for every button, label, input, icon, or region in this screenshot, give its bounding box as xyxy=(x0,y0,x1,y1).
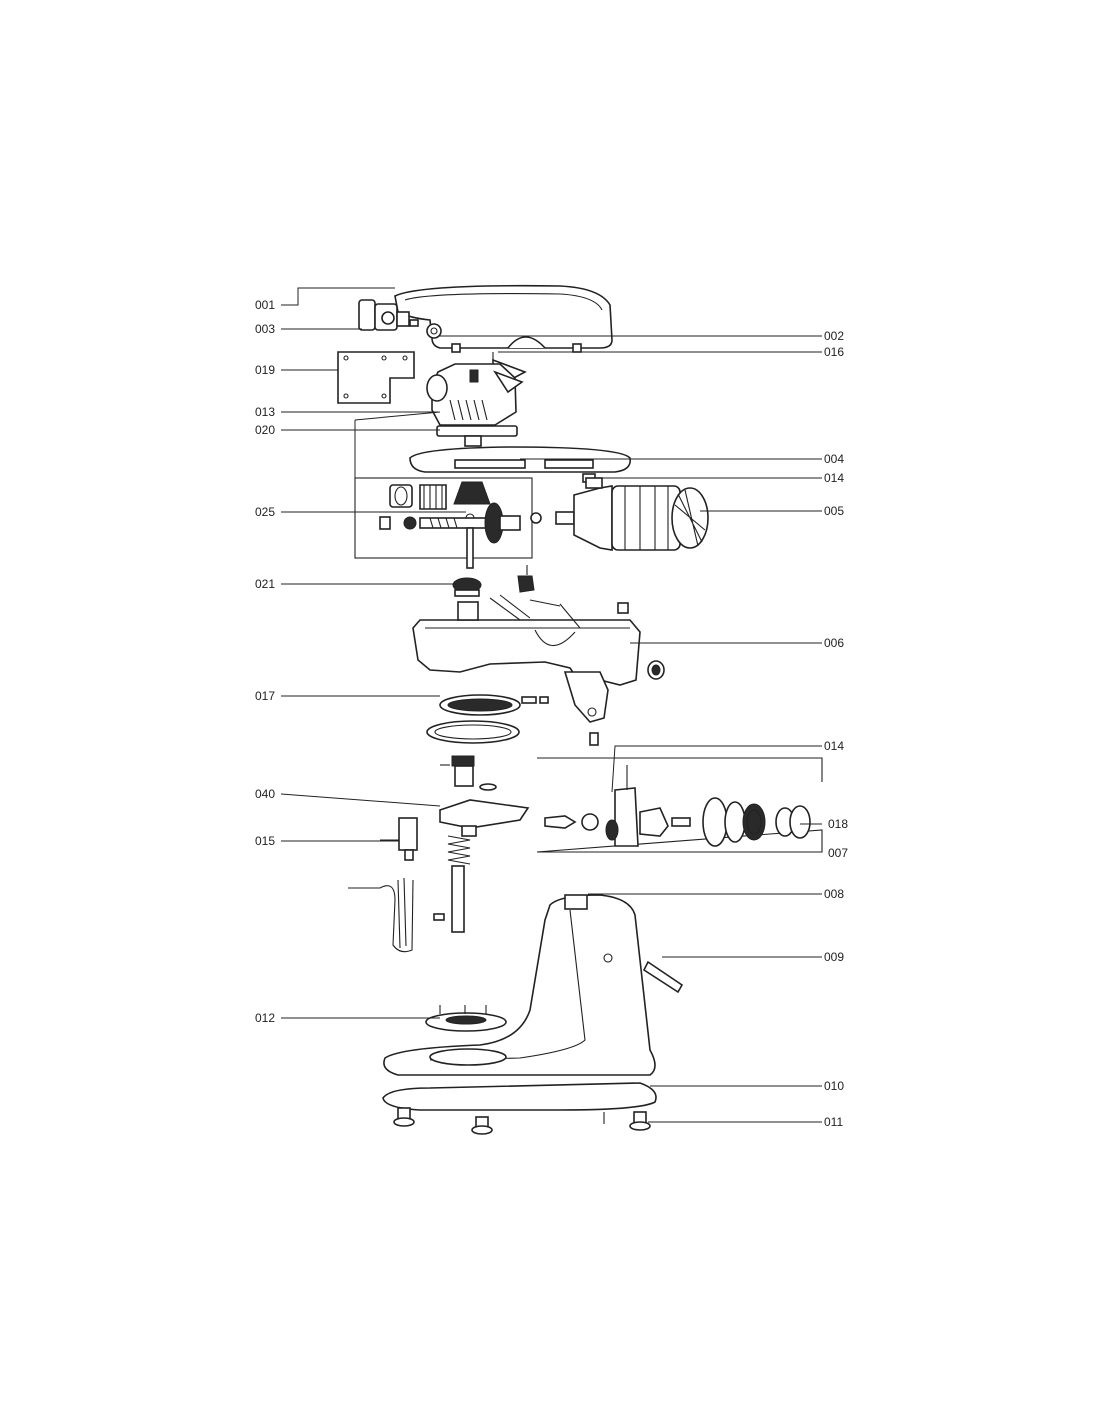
hub-assembly-part-007 xyxy=(536,757,823,853)
label-020: 020 xyxy=(255,423,275,437)
label-025: 025 xyxy=(255,505,275,519)
label-009: 009 xyxy=(824,950,844,964)
carrier-part-040 xyxy=(439,799,530,837)
leader-lines xyxy=(280,287,822,1123)
ring-gear-part-017 xyxy=(426,694,521,744)
label-015: 015 xyxy=(255,834,275,848)
label-014-upper: 014 xyxy=(824,471,844,485)
power-cord-part-015 xyxy=(348,817,418,953)
bowl-clamp-part-012 xyxy=(425,1005,507,1032)
label-007: 007 xyxy=(828,846,848,860)
small-gear xyxy=(517,565,535,593)
leader-025-connector2 xyxy=(354,411,441,421)
label-012: 012 xyxy=(255,1011,275,1025)
gearbox-casing-part-006 xyxy=(412,594,641,746)
gear-assembly-part-025 xyxy=(354,477,533,569)
label-008: 008 xyxy=(824,887,844,901)
label-001: 001 xyxy=(255,298,275,312)
gasket-part-020 xyxy=(436,425,518,447)
planetary-gear xyxy=(440,755,497,791)
leader-040 xyxy=(280,793,441,807)
label-003: 003 xyxy=(255,322,275,336)
bushing xyxy=(647,660,665,680)
label-016: 016 xyxy=(824,345,844,359)
label-013: 013 xyxy=(255,405,275,419)
gear-part-021 xyxy=(452,577,482,597)
knob-part-002 xyxy=(426,323,442,339)
plate-part-019 xyxy=(337,351,415,404)
hinge-pin-part-009 xyxy=(642,960,684,994)
label-018: 018 xyxy=(828,817,848,831)
latch-part-003 xyxy=(358,299,419,331)
washer xyxy=(530,512,542,524)
label-014-lower: 014 xyxy=(824,739,844,753)
head-cover-part-001 xyxy=(394,284,613,353)
feet-part-011 xyxy=(393,1107,651,1135)
label-005: 005 xyxy=(824,504,844,518)
label-019: 019 xyxy=(255,363,275,377)
shaft-and-spring xyxy=(433,835,471,933)
leader-014-lower xyxy=(611,745,822,793)
label-021: 021 xyxy=(255,577,275,591)
pedestal-part-008 xyxy=(383,894,656,1076)
gear-housing-part-013 xyxy=(426,363,524,426)
base-plate-part-010 xyxy=(382,1082,657,1124)
label-040: 040 xyxy=(255,787,275,801)
label-010: 010 xyxy=(824,1079,844,1093)
part-labels: 001 003 019 013 020 025 021 017 040 015 … xyxy=(255,298,848,1129)
leader-001 xyxy=(281,287,395,306)
motor-part-005 xyxy=(555,477,709,551)
label-002: 002 xyxy=(824,329,844,343)
label-011: 011 xyxy=(824,1115,843,1129)
screws xyxy=(521,696,549,704)
label-004: 004 xyxy=(824,452,844,466)
label-006: 006 xyxy=(824,636,844,650)
label-017: 017 xyxy=(255,689,275,703)
